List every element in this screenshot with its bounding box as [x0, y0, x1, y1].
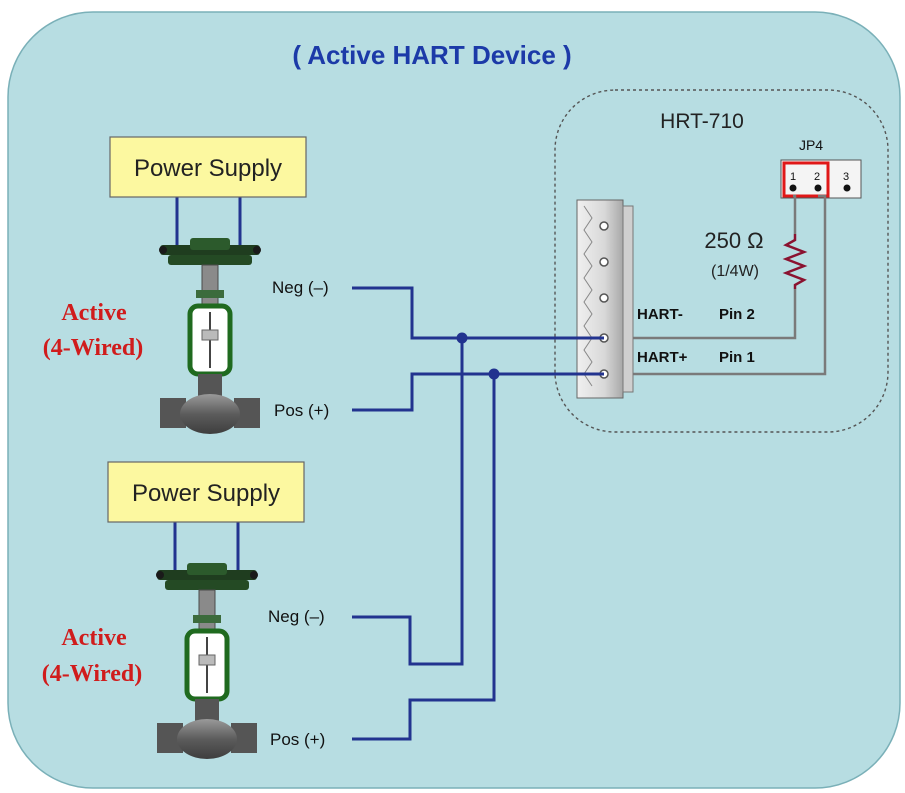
pin1-label: Pin 1	[719, 349, 755, 366]
device-2-type-line2: (4-Wired)	[42, 661, 142, 687]
jumper-block	[780, 159, 862, 199]
jumper-pin-3	[843, 184, 851, 192]
diagram-title: ( Active HART Device )	[292, 40, 571, 70]
jumper-pin-2-label: 2	[814, 171, 820, 183]
device-1-pos-label: Pos (+)	[274, 401, 329, 420]
resistor-rating: (1/4W)	[711, 263, 759, 280]
module-name: HRT-710	[660, 110, 744, 133]
jumper-pin-1	[789, 184, 797, 192]
device-2-type-line1: Active	[61, 625, 127, 651]
jumper-label: JP4	[799, 137, 823, 153]
resistor-value: 250 Ω	[704, 228, 763, 253]
terminal-block	[576, 199, 634, 399]
module-gray-wiring	[599, 194, 827, 376]
hart-minus-label: HART-	[637, 306, 683, 323]
power-supply-2	[107, 461, 305, 523]
jumper-pin-1-label: 1	[790, 171, 796, 183]
device-1-neg-label: Neg (–)	[272, 278, 329, 297]
device-1-type-line1: Active	[61, 300, 127, 326]
jumper-pin-3-label: 3	[843, 171, 849, 183]
device-1-type-line2: (4-Wired)	[43, 335, 143, 361]
device-2-neg-label: Neg (–)	[268, 607, 325, 626]
pin2-label: Pin 2	[719, 306, 755, 323]
power-supply-2-label: Power Supply	[132, 480, 280, 507]
hart-plus-label: HART+	[637, 349, 688, 366]
power-supply-1-label: Power Supply	[134, 155, 282, 182]
resistor-symbol	[782, 234, 808, 289]
jumper-pin-2	[814, 184, 822, 192]
valve-icon	[156, 563, 258, 759]
jumper-shunt	[782, 161, 830, 198]
device-2-pos-label: Pos (+)	[270, 730, 325, 749]
diagram-panel	[7, 11, 901, 789]
blue-wiring	[173, 197, 604, 741]
junction-neg	[456, 332, 468, 344]
valve-icon	[159, 238, 261, 434]
junction-pos	[488, 368, 500, 380]
power-supply-1	[109, 136, 307, 198]
